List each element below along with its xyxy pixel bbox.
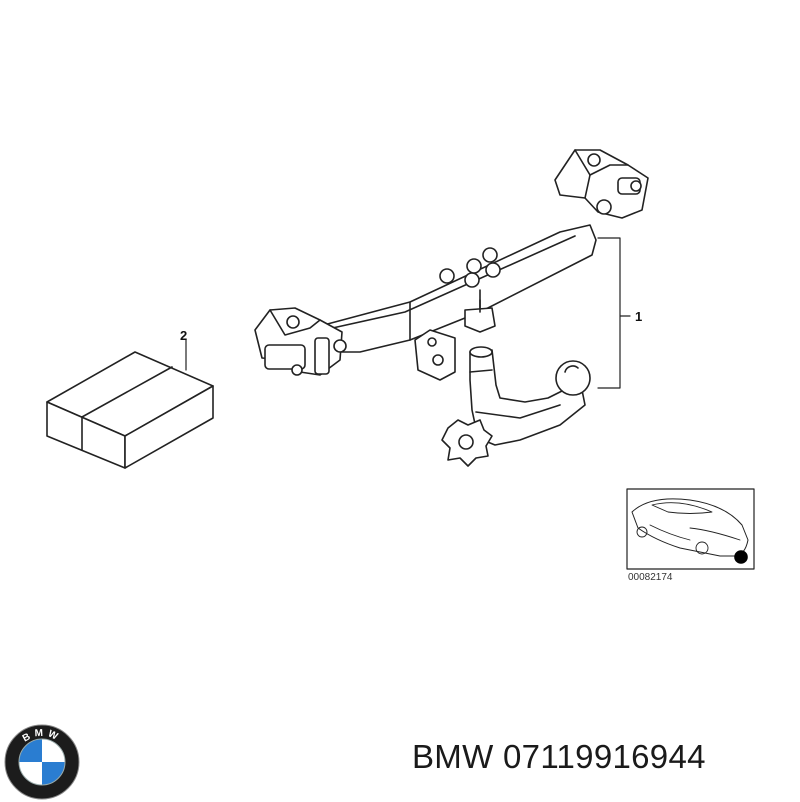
car-locator-inset (626, 488, 755, 570)
part-number-caption: BMW 07119916944 (412, 738, 706, 775)
tow-bar-crossmember (254, 149, 649, 381)
rear-hitch-marker (734, 550, 748, 564)
leader-line-1 (597, 237, 631, 389)
callout-part-2: 2 (180, 328, 188, 343)
detachable-ball-neck (441, 346, 591, 467)
parts-box (46, 351, 214, 469)
bmw-logo: BMW (4, 724, 80, 800)
diagram-reference-code: 00082174 (628, 572, 673, 583)
callout-part-1: 1 (635, 309, 643, 324)
